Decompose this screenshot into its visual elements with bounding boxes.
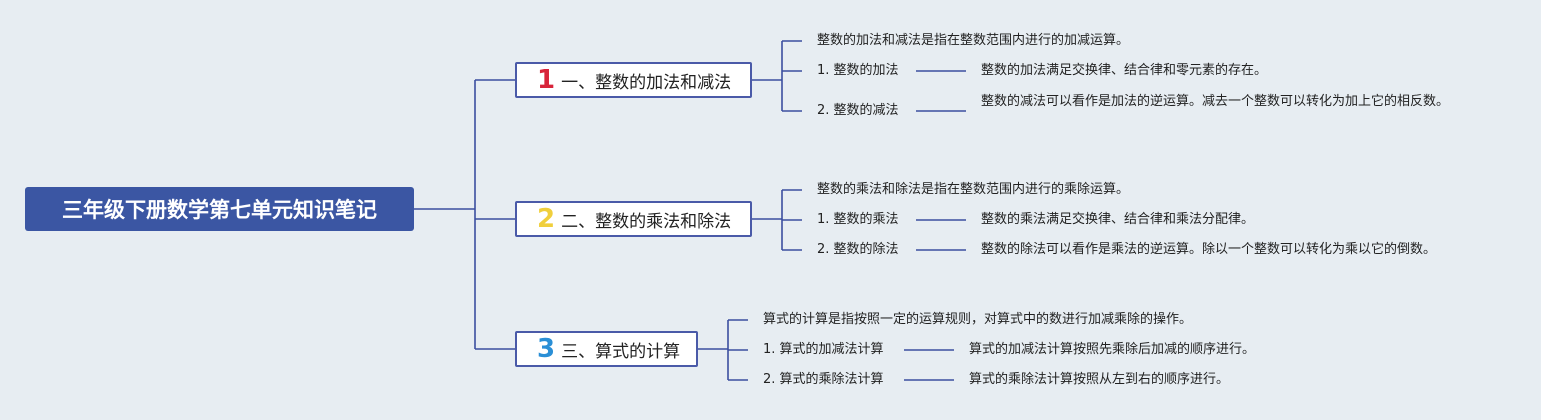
branch-1-summary: 整数的加法和减法是指在整数范围内进行的加减运算。 <box>817 33 1130 48</box>
root-topic-label: 三年级下册数学第七单元知识笔记 <box>62 198 377 222</box>
branch-2-item-2-detail: 整数的除法可以看作是乘法的逆运算。除以一个整数可以转化为乘以它的倒数。 <box>981 242 1437 257</box>
branch-1-item-1-label: 1. 整数的加法 <box>817 63 899 78</box>
branch-2-item-2-label: 2. 整数的除法 <box>817 242 899 257</box>
number-3-icon: 3 <box>537 334 556 364</box>
branch-2-summary: 整数的乘法和除法是指在整数范围内进行的乘除运算。 <box>817 182 1130 197</box>
root-topic[interactable]: 三年级下册数学第七单元知识笔记 <box>25 187 414 231</box>
number-1-icon: 1 <box>537 65 556 95</box>
branch-3-item-1-detail: 算式的加减法计算按照先乘除后加减的顺序进行。 <box>969 342 1256 357</box>
branch-integer-multiply-divide[interactable]: 2 二、整数的乘法和除法 <box>515 201 752 237</box>
branch-label: 二、整数的乘法和除法 <box>561 211 732 232</box>
branch-3-item-2-detail: 算式的乘除法计算按照从左到右的顺序进行。 <box>969 372 1230 387</box>
branch-1-item-2-label: 2. 整数的减法 <box>817 103 899 118</box>
branch-label: 一、整数的加法和减法 <box>561 72 732 93</box>
number-2-icon: 2 <box>537 204 556 234</box>
branch-label: 三、算式的计算 <box>561 341 681 362</box>
branch-3-summary: 算式的计算是指按照一定的运算规则，对算式中的数进行加减乘除的操作。 <box>763 312 1193 327</box>
branch-integer-add-subtract[interactable]: 1 一、整数的加法和减法 <box>515 62 752 98</box>
branch-1-item-2-detail: 整数的减法可以看作是加法的逆运算。减去一个整数可以转化为加上它的相反数。 <box>981 94 1450 109</box>
branch-1-item-1-detail: 整数的加法满足交换律、结合律和零元素的存在。 <box>981 63 1268 78</box>
branch-expression-calculation[interactable]: 3 三、算式的计算 <box>515 331 698 367</box>
branch-3-item-2-label: 2. 算式的乘除法计算 <box>763 372 884 387</box>
branch-3-item-1-label: 1. 算式的加减法计算 <box>763 342 884 357</box>
branch-2-item-1-detail: 整数的乘法满足交换律、结合律和乘法分配律。 <box>981 212 1255 227</box>
branch-2-item-1-label: 1. 整数的乘法 <box>817 212 899 227</box>
